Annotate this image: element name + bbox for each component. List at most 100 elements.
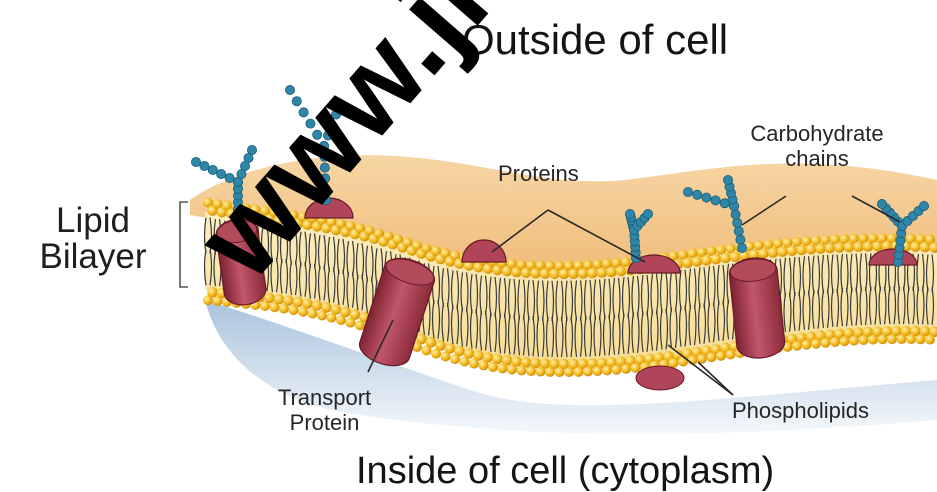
carbohydrate-chain-5-arm — [919, 201, 928, 210]
phospholipid-head — [682, 258, 693, 269]
phospholipid-head — [906, 334, 916, 344]
phospholipid-head — [897, 334, 907, 344]
carbohydrate-chain-4-stem — [736, 235, 745, 244]
phospholipid-head — [692, 256, 703, 267]
phospholipid-head — [583, 367, 593, 377]
phospholipid-head — [469, 359, 479, 369]
phospholipid-head — [317, 310, 327, 320]
phospholipid-head — [203, 295, 213, 305]
carbohydrate-chains-label-line2: chains — [722, 146, 912, 171]
phospholipid-head — [758, 248, 769, 259]
carbohydrate-chain-1-arm — [200, 161, 209, 170]
integral-protein-right — [728, 256, 786, 360]
phospholipid-head — [821, 338, 831, 348]
phospholipid-head — [564, 367, 574, 377]
carbohydrate-chain-4-arm — [683, 187, 692, 196]
carbohydrate-chain-4-arm — [693, 190, 702, 199]
phospholipid-head — [707, 352, 717, 362]
phospholipid-head — [916, 334, 926, 344]
phospholipid-head — [868, 335, 878, 345]
phospholipid-head — [792, 341, 802, 351]
carbohydrate-chain-4-stem — [734, 227, 743, 236]
phospholipid-head — [796, 245, 807, 256]
phospholipid-head — [616, 266, 627, 277]
phospholipid-head — [279, 304, 289, 314]
phospholipid-head — [669, 358, 679, 368]
lipid-bilayer-label: Lipid Bilayer — [28, 203, 158, 275]
lipid-bilayer-label-line1: Lipid — [28, 203, 158, 239]
phospholipid-head — [536, 367, 546, 377]
phospholipid-head — [730, 251, 741, 262]
phospholipid-head — [606, 267, 617, 278]
phospholipid-head — [849, 336, 859, 346]
carbohydrate-chain-4-arm — [702, 193, 711, 202]
phospholipid-head — [878, 334, 888, 344]
carbohydrate-chains-label-line1: Carbohydrate — [722, 121, 912, 146]
phospholipid-head — [336, 315, 346, 325]
phospholipid-head — [289, 305, 299, 315]
phospholipid-head — [802, 340, 812, 350]
phospholipid-head — [711, 254, 722, 265]
phospholipid-head — [787, 246, 798, 257]
phospholipid-head — [260, 301, 270, 311]
phospholipid-head — [830, 337, 840, 347]
phospholipid-head — [925, 335, 935, 345]
phospholipid-head — [327, 313, 337, 323]
phospholipids-leader-right — [698, 362, 733, 395]
phospholipid-head — [298, 307, 308, 317]
carbohydrate-chain-4-arm — [711, 196, 720, 205]
phospholipid-head — [526, 366, 536, 376]
phospholipid-head — [431, 349, 441, 359]
phospholipid-head — [887, 334, 897, 344]
proteins-label: Proteins — [498, 163, 579, 185]
carbohydrate-chain-4-stem — [731, 210, 740, 219]
phospholipid-head — [716, 351, 726, 361]
inner-peripheral-protein — [636, 366, 684, 390]
phospholipid-head — [777, 246, 788, 257]
transport-protein-label: Transport Protein — [262, 385, 387, 436]
phospholipid-head — [517, 365, 527, 375]
phospholipid-head — [593, 366, 603, 376]
phospholipid-head — [213, 296, 223, 306]
inside-of-cell-label: Inside of cell (cytoplasm) — [356, 452, 774, 490]
phospholipid-head — [346, 318, 356, 328]
phospholipid-head — [768, 247, 779, 258]
phospholipid-head — [806, 244, 817, 255]
carbohydrate-chains-label: Carbohydrate chains — [722, 121, 912, 172]
carbohydrate-chain-4-stem — [733, 218, 742, 227]
phospholipid-head — [631, 363, 641, 373]
transport-protein-label-line2: Protein — [262, 410, 387, 435]
phospholipid-head — [270, 302, 280, 312]
phospholipid-head — [441, 352, 451, 362]
phospholipid-head — [859, 335, 869, 345]
carbohydrate-chain-4-arm — [723, 175, 732, 184]
phospholipid-head — [355, 320, 365, 330]
phospholipid-head — [308, 308, 318, 318]
phospholipid-head — [479, 360, 489, 370]
phospholipid-head — [460, 356, 470, 366]
phospholipid-head — [587, 268, 598, 279]
phospholipid-head — [815, 243, 826, 254]
phospholipid-head — [422, 345, 432, 355]
phospholipid-head — [545, 367, 555, 377]
carbohydrate-chain-3-arm — [625, 209, 634, 218]
phospholipid-head — [726, 349, 736, 359]
phospholipid-head — [602, 365, 612, 375]
phospholipid-head — [678, 357, 688, 367]
phospholipids-label: Phospholipids — [732, 400, 869, 422]
carbohydrate-chain-4-stem — [737, 243, 746, 252]
phospholipid-head — [450, 354, 460, 364]
phospholipid-head — [574, 367, 584, 377]
transport-protein-label-line1: Transport — [262, 385, 387, 410]
carbohydrate-chain-3-arm — [643, 209, 652, 218]
phospholipid-head — [701, 255, 712, 266]
phospholipid-head — [621, 364, 631, 374]
phospholipid-head — [507, 364, 517, 374]
phospholipid-head — [811, 339, 821, 349]
phospholipid-head — [612, 365, 622, 375]
phospholipid-head — [840, 336, 850, 346]
phospholipid-head — [498, 363, 508, 373]
phospholipid-head — [597, 267, 608, 278]
lipid-bilayer-label-line2: Bilayer — [28, 239, 158, 275]
